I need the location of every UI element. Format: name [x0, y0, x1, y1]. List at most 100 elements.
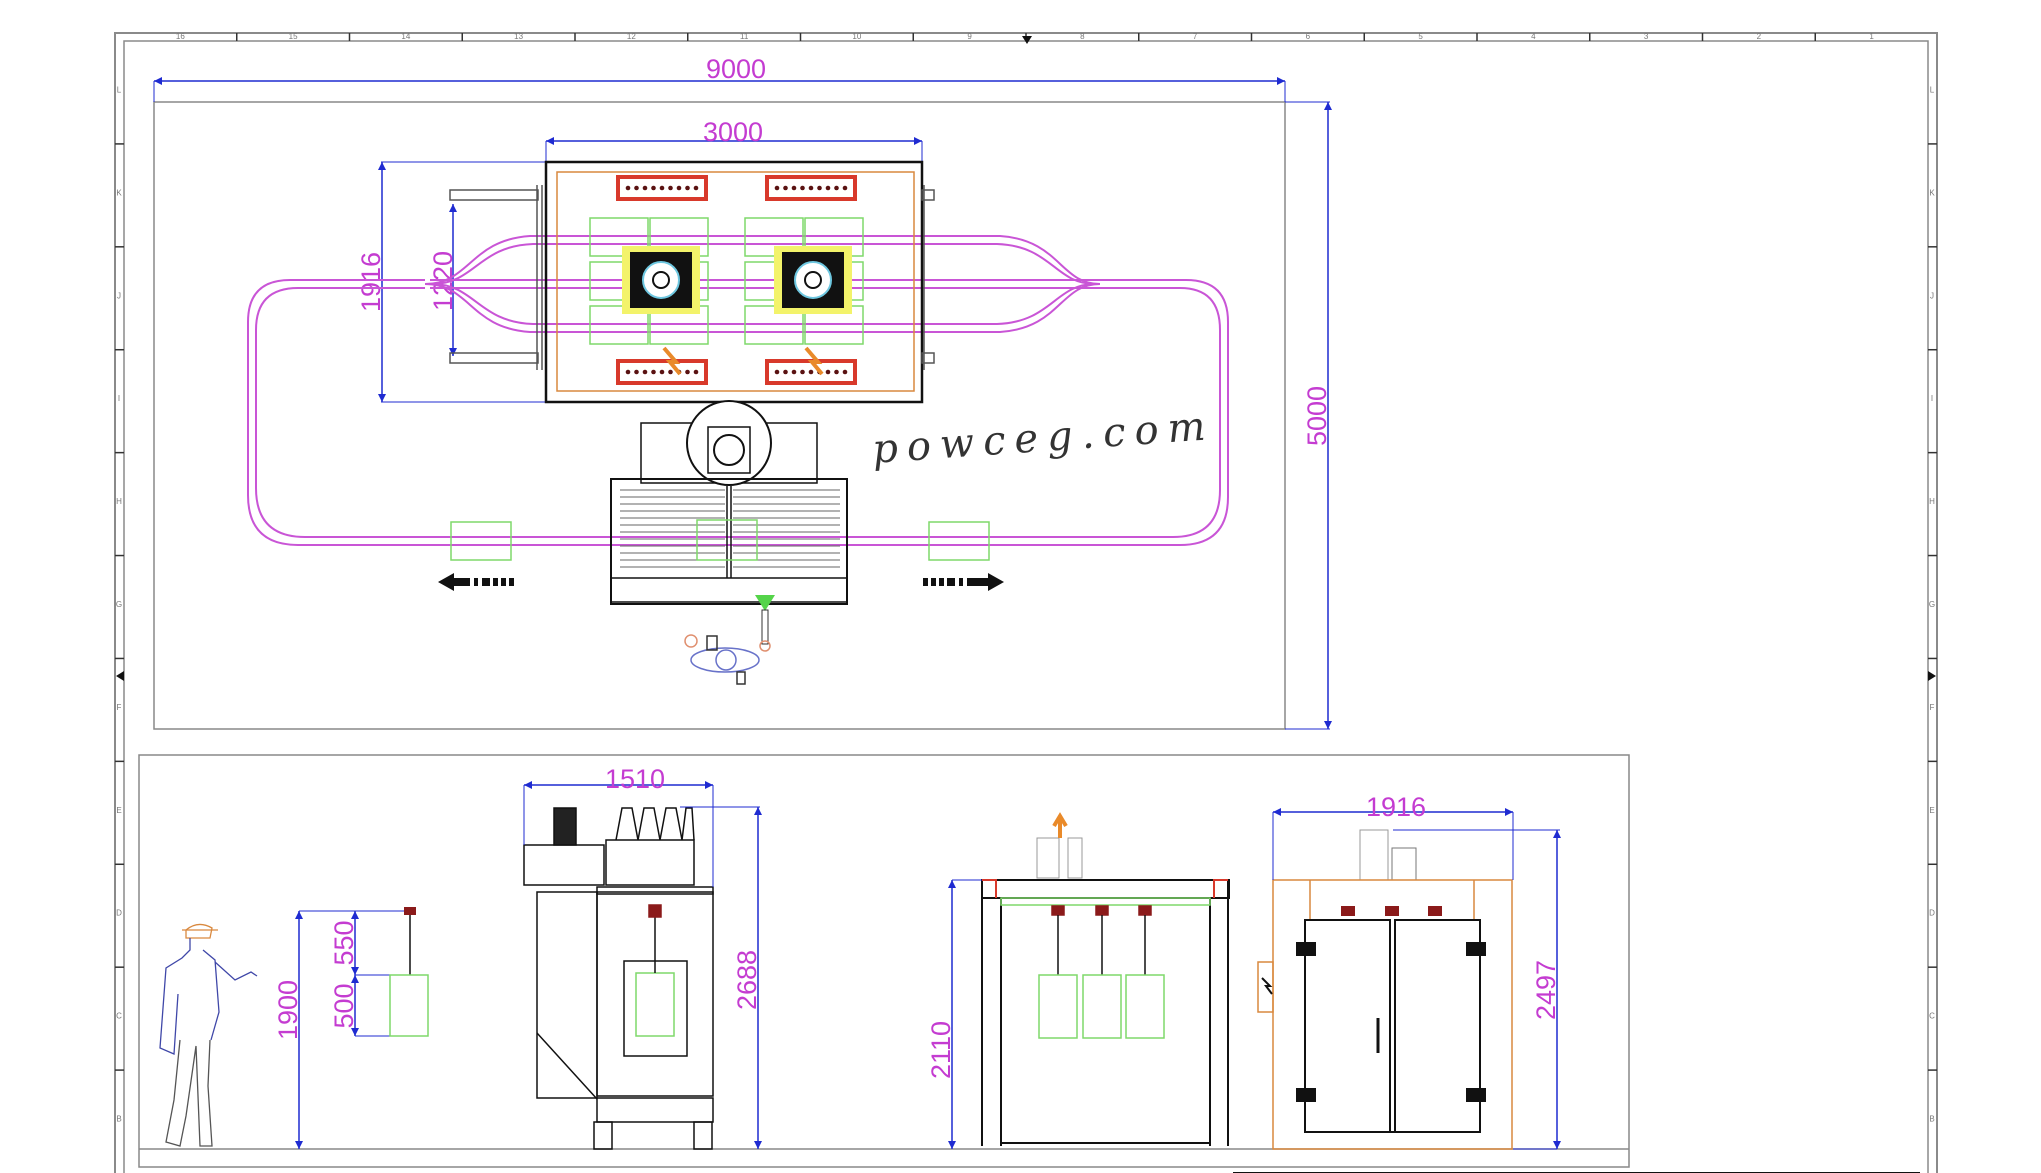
workpiece — [1082, 974, 1122, 1039]
border-column-label: 11 — [740, 32, 749, 41]
dim-text-1916-front: 1916 — [1366, 792, 1426, 822]
dim-oven-width: 1916 — [356, 161, 546, 403]
border-column-label: 4 — [1531, 32, 1536, 41]
dim-oven-front-width: 1916 — [1272, 792, 1514, 880]
dim-text-1916-plan: 1916 — [356, 252, 386, 312]
dim-oven-side-height: 2110 — [926, 879, 982, 1149]
flow-arrow-left-icon — [438, 573, 514, 591]
spray-booth-plan — [610, 400, 848, 605]
dim-text-9000: 9000 — [706, 54, 766, 84]
dim-booth-height: 2688 — [680, 806, 762, 1149]
workpiece-exit — [928, 521, 990, 561]
oven-inner-wall — [556, 171, 915, 392]
border-column-label: 5 — [1418, 32, 1423, 41]
border-row-label: D — [1929, 909, 1935, 918]
border-column-label: 6 — [1306, 32, 1311, 41]
border-row-label: E — [1929, 806, 1934, 815]
center-mark-left — [116, 671, 124, 681]
dim-text-500: 500 — [329, 983, 359, 1028]
burner-icon — [765, 359, 857, 385]
workpiece — [1125, 974, 1165, 1039]
person-figure-icon — [159, 923, 258, 1147]
elevation-frame — [138, 754, 1630, 1168]
elevation-view: 1900 550 500 — [138, 754, 1630, 1168]
border-row-label: L — [1930, 85, 1935, 94]
dim-text-1510: 1510 — [605, 764, 665, 794]
border-row-label: I — [1931, 394, 1933, 403]
door-hinge-icon — [1296, 942, 1486, 1102]
workpiece-entry — [450, 521, 512, 561]
border-column-label: 7 — [1193, 32, 1198, 41]
dim-booth-width: 1510 — [523, 764, 714, 887]
plan-view: 9000 5000 3000 1916 1220 — [153, 54, 1332, 730]
oven-front-elevation — [1257, 829, 1513, 1150]
border-row-label: K — [1929, 188, 1935, 197]
border-row-label: C — [1929, 1012, 1935, 1021]
oven-side-elevation — [981, 812, 1230, 1146]
dim-text-3000: 3000 — [703, 117, 763, 147]
center-mark-top — [1022, 36, 1032, 44]
burner-icon — [616, 359, 708, 385]
dim-hanging-height: 1900 550 500 — [273, 907, 429, 1149]
border-column-label: 2 — [1757, 32, 1762, 41]
burner-icon — [616, 175, 708, 201]
border-row-label: H — [116, 497, 122, 506]
dim-oven-length: 3000 — [545, 117, 923, 162]
oven-plan — [449, 160, 935, 404]
spray-gun-icon — [755, 595, 775, 645]
hanger-hook-icon — [404, 907, 416, 915]
hanger-hook-icon — [1138, 905, 1152, 916]
border-column-label: 16 — [176, 32, 185, 41]
oven-body — [544, 160, 924, 404]
border-row-label: J — [1930, 291, 1934, 300]
border-row-label: H — [1929, 497, 1935, 506]
center-mark-right — [1928, 671, 1936, 681]
border-row-label: G — [116, 600, 122, 609]
border-column-label: 8 — [1080, 32, 1085, 41]
border-column-label: 14 — [401, 32, 410, 41]
border-row-label: D — [116, 909, 122, 918]
dim-oven-front-height: 2497 — [1393, 829, 1561, 1150]
heater-fan-left — [622, 246, 700, 314]
burner-icon — [765, 175, 857, 201]
dim-overall-length: 9000 — [153, 54, 1286, 102]
border-row-label: L — [117, 85, 122, 94]
dim-text-1900: 1900 — [273, 980, 303, 1040]
heat-flow-icon — [662, 346, 682, 376]
border-row-label: F — [1930, 703, 1935, 712]
watermark: powceg.com — [871, 403, 1216, 473]
dim-text-2110: 2110 — [926, 1021, 956, 1079]
border-row-label: G — [1929, 600, 1935, 609]
border-row-label: E — [116, 806, 121, 815]
flow-arrow-right-icon — [923, 573, 1004, 591]
dim-text-2497: 2497 — [1531, 960, 1561, 1020]
border-row-label: B — [116, 1115, 121, 1124]
workpiece — [389, 974, 429, 1037]
operator-icon — [684, 634, 771, 685]
dim-text-550: 550 — [329, 920, 359, 965]
hanger-hook-icon — [1051, 905, 1065, 916]
conveyor-track — [247, 235, 1229, 546]
heat-flow-icon — [804, 346, 824, 376]
border-column-label: 1 — [1869, 32, 1874, 41]
workpiece — [589, 305, 649, 345]
dim-overall-width: 5000 — [1285, 101, 1332, 730]
border-row-label: B — [1929, 1115, 1934, 1124]
border-row-label: K — [116, 188, 122, 197]
border-row-label: F — [117, 703, 122, 712]
border-column-label: 3 — [1644, 32, 1649, 41]
plan-view-frame — [153, 101, 1286, 730]
border-column-label: 12 — [627, 32, 636, 41]
spray-booth-elevation — [523, 807, 714, 1150]
border-row-label: J — [117, 291, 121, 300]
workpiece — [589, 217, 649, 257]
border-column-label: 9 — [967, 32, 972, 41]
border-column-label: 15 — [289, 32, 298, 41]
workpiece — [1038, 974, 1078, 1039]
dim-text-5000: 5000 — [1302, 386, 1332, 446]
border-row-label: I — [118, 394, 120, 403]
